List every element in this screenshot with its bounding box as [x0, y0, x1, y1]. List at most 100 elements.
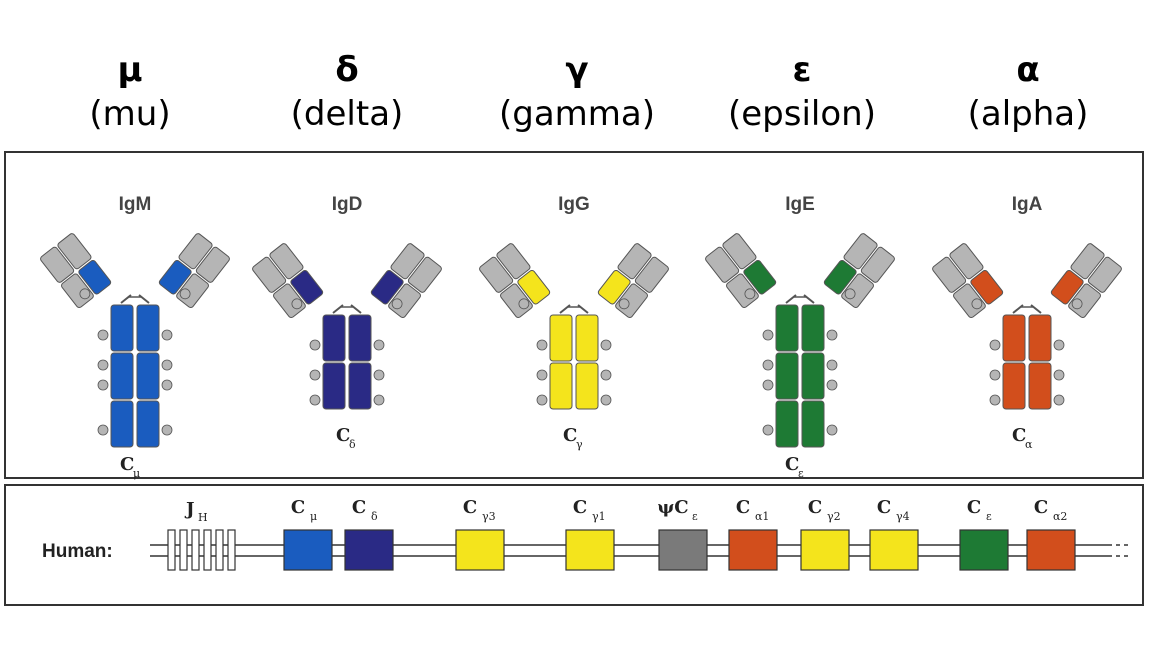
gene-label: C: [967, 497, 981, 518]
fc-domain: [110, 304, 134, 352]
glycan: [826, 359, 838, 371]
glycan: [391, 298, 403, 310]
jh-label: J H: [184, 499, 208, 524]
greek-symbol: γ: [565, 50, 589, 90]
gene-label: C: [463, 497, 477, 518]
left-fab-arm: [705, 233, 777, 309]
fc-domain: [801, 400, 825, 448]
glycan: [309, 339, 321, 351]
vl-domain: [932, 256, 967, 293]
fc-domain: [1028, 362, 1052, 410]
left-fab-arm: [479, 243, 551, 319]
fc-domain: [348, 362, 372, 410]
vl-domain: [705, 246, 740, 283]
heavy-label-c: C: [120, 454, 134, 475]
gene-label-sub: ε: [692, 510, 698, 523]
glycan: [600, 339, 612, 351]
greek-name: (delta): [290, 94, 404, 134]
fc-domain: [775, 304, 799, 352]
vh-domain: [269, 243, 304, 280]
heavy-label-igg: C γ: [563, 425, 583, 451]
ch1-domain: [597, 269, 631, 305]
vh-domain: [617, 243, 652, 280]
antibody-igd: [252, 243, 442, 410]
antibody-igm: [40, 233, 230, 448]
gene-box: [959, 529, 1009, 571]
greek-name: (gamma): [498, 94, 656, 134]
class-header-epsilon: ε (epsilon): [702, 48, 902, 136]
class-header-mu: μ (mu): [30, 48, 230, 136]
antibody-iga: [932, 243, 1122, 410]
vh-domain: [843, 233, 878, 270]
heavy-label-ige: C ε: [785, 454, 804, 480]
glycan: [79, 288, 91, 300]
vh-domain: [390, 243, 425, 280]
gene-label: C: [352, 497, 366, 518]
class-header-alpha: α (alpha): [928, 48, 1128, 136]
gene-label-sub: δ: [371, 510, 378, 523]
fc-domain: [801, 352, 825, 400]
right-fab-arm: [823, 233, 895, 309]
ch1-domain: [743, 259, 777, 295]
glycan: [600, 369, 612, 381]
vh-domain: [722, 233, 757, 270]
gene-box: [728, 529, 778, 571]
gene-label: ψC: [657, 497, 688, 518]
jh-segment: [179, 529, 188, 571]
gene-label: C: [1034, 497, 1048, 518]
glycan: [309, 369, 321, 381]
heavy-label-c: C: [563, 425, 577, 446]
fc-domain: [801, 304, 825, 352]
fc-domain: [1002, 362, 1026, 410]
fc-domain: [549, 314, 573, 362]
species-label: Human:: [42, 541, 113, 562]
glycan: [518, 298, 530, 310]
gene-box: [800, 529, 850, 571]
antibody-title-iga: IgA: [1012, 194, 1043, 215]
jh-segment: [203, 529, 212, 571]
vl-domain: [860, 246, 895, 283]
glycan: [161, 379, 173, 391]
glycan: [989, 394, 1001, 406]
heavy-label-iga: C α: [1012, 425, 1033, 451]
right-fab-arm: [158, 233, 230, 309]
vl-domain: [1087, 256, 1122, 293]
greek-symbol: μ: [117, 50, 143, 90]
fc-domain: [322, 362, 346, 410]
gene-box: [344, 529, 394, 571]
gene-label-sub: γ4: [896, 510, 910, 523]
left-fab-arm: [252, 243, 324, 319]
glycan: [179, 288, 191, 300]
glycan: [762, 359, 774, 371]
fc-domain: [775, 352, 799, 400]
jh-segment: [167, 529, 176, 571]
heavy-label-sub: γ: [576, 438, 583, 451]
gene-label: C: [573, 497, 587, 518]
gene-label: C: [736, 497, 750, 518]
gene-box: [658, 529, 708, 571]
heavy-label-c: C: [785, 454, 799, 475]
ch1-domain: [1050, 269, 1084, 305]
glycan: [1053, 369, 1065, 381]
glycan: [1053, 339, 1065, 351]
glycan: [989, 339, 1001, 351]
vl-domain: [252, 256, 287, 293]
fc-domain: [1028, 314, 1052, 362]
heavy-label-sub: ε: [798, 467, 804, 480]
fc-domain: [575, 362, 599, 410]
heavy-label-sub: δ: [349, 438, 356, 451]
glycan: [744, 288, 756, 300]
fc-domain: [549, 362, 573, 410]
heavy-label-igd: C δ: [336, 425, 356, 451]
glycan: [826, 329, 838, 341]
glycan: [1071, 298, 1083, 310]
glycan: [762, 379, 774, 391]
